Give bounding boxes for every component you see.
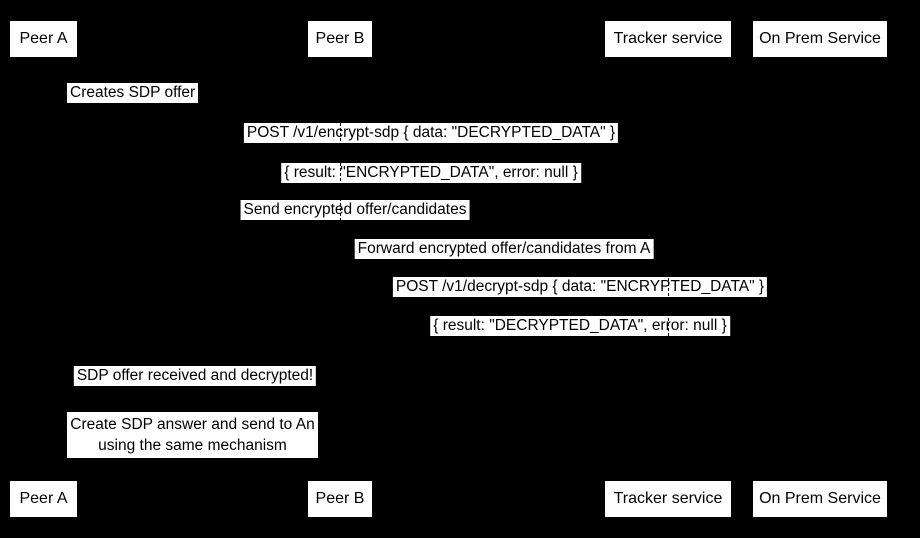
self-message-arrow bbox=[42, 102, 75, 118]
message-sdp-offer-received: SDP offer received and decrypted! bbox=[73, 366, 317, 386]
arrowhead bbox=[812, 143, 820, 151]
participant-peer-b-bottom: Peer B bbox=[308, 481, 372, 517]
participant-onprem-bottom: On Prem Service bbox=[753, 481, 887, 517]
note-line: using the same mechanism bbox=[98, 437, 287, 454]
arrowhead bbox=[48, 113, 56, 121]
participant-tracker-bottom: Tracker service bbox=[605, 481, 731, 517]
message-creates-sdp-offer: Creates SDP offer bbox=[67, 83, 199, 103]
arrowhead bbox=[43, 387, 51, 395]
message-send-encrypted-offer: Send encrypted offer/candidates bbox=[240, 200, 470, 220]
participant-peer-a-top: Peer A bbox=[10, 21, 77, 57]
arrowhead bbox=[340, 336, 348, 344]
arrowhead bbox=[340, 259, 348, 267]
participant-peer-a-bottom: Peer A bbox=[10, 481, 77, 517]
message-post-decrypt-sdp: POST /v1/decrypt-sdp { data: "ENCRYPTED_… bbox=[392, 277, 768, 297]
message-result-decrypted: { result: "DECRYPTED_DATA", error: null … bbox=[430, 316, 730, 336]
note-line: Create SDP answer and send to An bbox=[70, 416, 315, 433]
lifeline-peer-a bbox=[43, 58, 44, 481]
lifeline-onprem bbox=[820, 58, 821, 481]
note-create-sdp-answer: Create SDP answer and send to An using t… bbox=[67, 412, 318, 458]
message-result-encrypted: { result: "ENCRYPTED_DATA", error: null … bbox=[281, 163, 581, 183]
message-post-encrypt-sdp: POST /v1/encrypt-sdp { data: "DECRYPTED_… bbox=[243, 123, 619, 143]
participant-tracker-top: Tracker service bbox=[605, 21, 731, 57]
arrowhead bbox=[660, 220, 668, 228]
lifeline-peer-b bbox=[340, 58, 341, 481]
arrowhead bbox=[812, 297, 820, 305]
participant-onprem-top: On Prem Service bbox=[753, 21, 887, 57]
message-forward-encrypted-offer: Forward encrypted offer/candidates from … bbox=[354, 239, 654, 259]
participant-peer-b-top: Peer B bbox=[308, 21, 372, 57]
arrowhead bbox=[43, 182, 51, 190]
lifeline-tracker bbox=[668, 58, 669, 481]
